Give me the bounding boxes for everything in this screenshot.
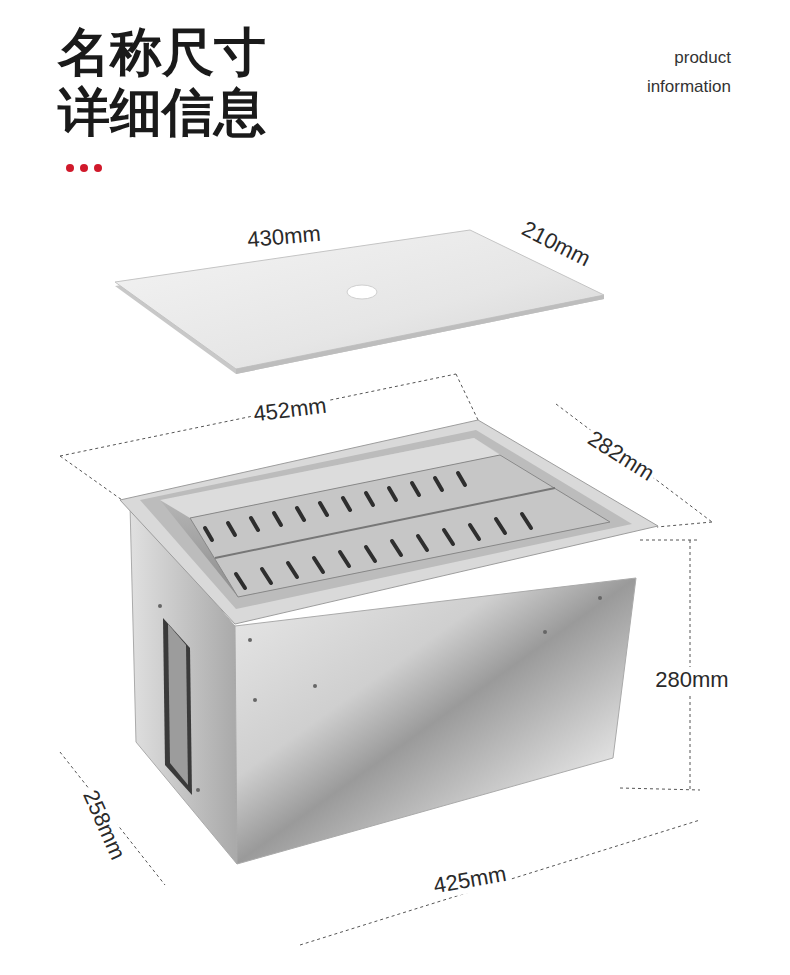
accent-dot	[80, 164, 88, 172]
accent-dot	[66, 164, 74, 172]
page-title: 名称尺寸 详细信息	[58, 22, 280, 142]
subtitle: product information	[611, 43, 731, 101]
accent-dot	[94, 164, 102, 172]
dimension-line	[60, 374, 712, 945]
dimension-label: 425mm	[429, 860, 512, 899]
dimension-label: 430mm	[243, 221, 324, 254]
lid-plate	[115, 230, 604, 374]
dimension-label: 452mm	[249, 392, 331, 427]
dimension-label: 258mm	[76, 783, 132, 866]
grill-box	[120, 420, 658, 864]
dimension-label: 282mm	[580, 424, 661, 488]
dimension-label: 280mm	[652, 667, 731, 693]
